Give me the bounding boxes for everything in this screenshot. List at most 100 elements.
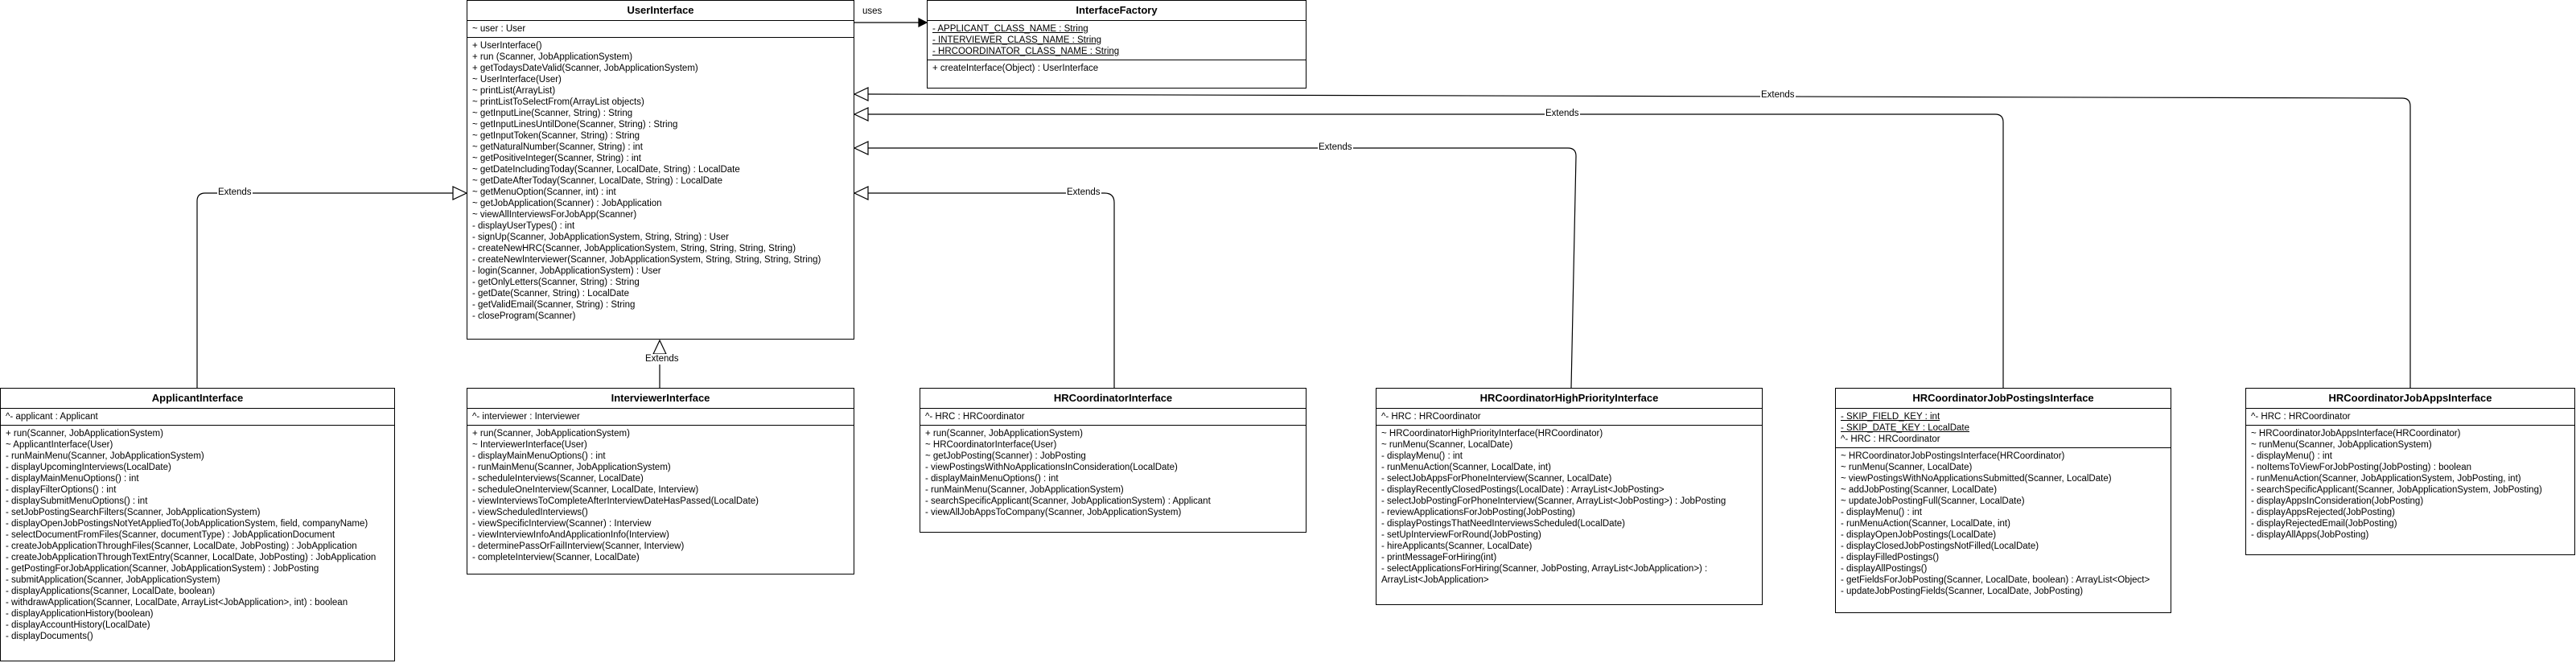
method-line: - displayAppsRejected(JobPosting): [2251, 508, 2395, 517]
method-line: - displayAccountHistory(LocalDate): [6, 620, 150, 630]
method-line: - displayUserTypes() : int: [472, 221, 575, 231]
method-line: - viewInterviewsToCompleteAfterInterview…: [472, 496, 759, 506]
method-line: - displayRecentlyClosedPostings(LocalDat…: [1381, 485, 1665, 495]
class-applicant-interface[interactable]: ApplicantInterface ^- applicant : Applic…: [0, 388, 395, 661]
method-line: ~ runMenu(Scanner, LocalDate): [1841, 463, 1973, 472]
method-line: ~ getNaturalNumber(Scanner, String) : in…: [472, 142, 643, 152]
method-line: - getPostingForJobApplication(Scanner, J…: [6, 564, 319, 574]
uses-arrowhead: [918, 18, 928, 27]
method-line: + run(Scanner, JobApplicationSystem): [472, 429, 630, 439]
methods-section: + UserInterface()+ run (Scanner, JobAppl…: [467, 37, 854, 324]
method-line: - scheduleOneInterview(Scanner, LocalDat…: [472, 485, 699, 495]
interviewer-extends-arrowhead: [652, 339, 667, 355]
method-line: ~ getJobApplication(Scanner) : JobApplic…: [472, 199, 662, 208]
method-line: - runMainMenu(Scanner, JobApplicationSys…: [472, 463, 671, 472]
method-line: - runMainMenu(Scanner, JobApplicationSys…: [925, 485, 1124, 495]
hrc-extends-label: Extends: [1066, 187, 1101, 198]
method-line: - reviewApplicationsForJobPosting(JobPos…: [1381, 508, 1575, 517]
method-line: - displayMenu() : int: [2251, 451, 2332, 461]
method-line: ~ viewAllInterviewsForJobApp(Scanner): [472, 210, 637, 220]
method-line: - searchSpecificApplicant(Scanner, JobAp…: [2251, 485, 2542, 495]
method-line: - displayAllApps(JobPosting): [2251, 530, 2369, 540]
class-hrc-job-postings-interface[interactable]: HRCoordinatorJobPostingsInterface - SKIP…: [1835, 388, 2171, 613]
method-line: - selectApplicationsForHiring(Scanner, J…: [1381, 564, 1708, 574]
class-interviewer-interface[interactable]: InterviewerInterface ^- interviewer : In…: [467, 388, 854, 574]
method-line: - signUp(Scanner, JobApplicationSystem, …: [472, 233, 729, 242]
method-line: - closeProgram(Scanner): [472, 311, 576, 321]
class-user-interface[interactable]: UserInterface ~ user : User + UserInterf…: [467, 0, 854, 340]
method-line: - displayMainMenuOptions() : int: [6, 474, 139, 484]
method-line: ~ addJobPosting(Scanner, LocalDate): [1841, 485, 1998, 495]
method-line: ~ updateJobPostingFull(Scanner, LocalDat…: [1841, 496, 2025, 506]
method-line: ~ getDateAfterToday(Scanner, LocalDate, …: [472, 176, 722, 186]
method-line: - completeInterview(Scanner, LocalDate): [472, 553, 640, 562]
uses-label: uses: [862, 6, 883, 16]
class-name: UserInterface: [467, 1, 854, 21]
method-line: - displayOpenJobPostings(LocalDate): [1841, 530, 1997, 540]
attribute-line: ^- applicant : Applicant: [6, 412, 98, 422]
method-line: ArrayList<JobApplication>: [1381, 575, 1489, 585]
attribute-line: - SKIP_DATE_KEY : LocalDate: [1841, 423, 1970, 433]
class-interface-factory[interactable]: InterfaceFactory - APPLICANT_CLASS_NAME …: [927, 0, 1307, 89]
hrc-extends-arrowhead: [853, 186, 869, 200]
attributes-section: ^- HRC : HRCoordinator: [920, 409, 1306, 425]
class-hr-coordinator-interface[interactable]: HRCoordinatorInterface ^- HRC : HRCoordi…: [920, 388, 1307, 533]
class-hrc-job-apps-interface[interactable]: HRCoordinatorJobAppsInterface ^- HRC : H…: [2245, 388, 2575, 555]
methods-section: ~ HRCoordinatorJobAppsInterface(HRCoordi…: [2246, 425, 2574, 543]
high-priority-extends-line: [868, 147, 1577, 389]
method-line: ~ printList(ArrayList): [472, 86, 556, 96]
job-apps-extends-arrowhead: [853, 87, 869, 101]
method-line: - displayClosedJobPostingsNotFilled(Loca…: [1841, 542, 2039, 551]
job-postings-extends-arrowhead: [853, 107, 869, 121]
method-line: - createJobApplicationThroughFiles(Scann…: [6, 542, 357, 551]
method-line: - displayFilterOptions() : int: [6, 485, 117, 495]
method-line: - determinePassOrFailInterview(Scanner, …: [472, 542, 685, 551]
methods-section: ~ HRCoordinatorHighPriorityInterface(HRC…: [1376, 425, 1762, 588]
attributes-section: ^- HRC : HRCoordinator: [2246, 409, 2574, 425]
hrc-extends-line: [868, 192, 1115, 388]
method-line: - updateJobPostingFields(Scanner, LocalD…: [1841, 587, 2084, 596]
method-line: ~ runMenu(Scanner, JobApplicationSystem): [2251, 440, 2432, 450]
method-line: - viewPostingsWithNoApplicationsInConsid…: [925, 463, 1178, 472]
method-line: ~ getInputToken(Scanner, String) : Strin…: [472, 131, 640, 141]
attributes-section: ~ user : User: [467, 21, 854, 37]
method-line: - runMenuAction(Scanner, JobApplicationS…: [2251, 474, 2521, 484]
method-line: - login(Scanner, JobApplicationSystem) :…: [472, 266, 661, 276]
class-name: HRCoordinatorJobAppsInterface: [2246, 389, 2574, 409]
methods-section: + run(Scanner, JobApplicationSystem)~ HR…: [920, 425, 1306, 521]
interviewer-extends-label: Extends: [644, 354, 680, 364]
method-line: ~ getJobPosting(Scanner) : JobPosting: [925, 451, 1086, 461]
method-line: - displaySubmitMenuOptions() : int: [6, 496, 148, 506]
method-line: - hireApplicants(Scanner, LocalDate): [1381, 542, 1533, 551]
class-name: HRCoordinatorHighPriorityInterface: [1376, 389, 1762, 409]
method-line: + run (Scanner, JobApplicationSystem): [472, 52, 633, 62]
method-line: + run(Scanner, JobApplicationSystem): [6, 429, 163, 439]
method-line: - printMessageForHiring(int): [1381, 553, 1497, 562]
method-line: - withdrawApplication(Scanner, LocalDate…: [6, 598, 348, 607]
method-line: - displayUpcomingInterviews(LocalDate): [6, 463, 171, 472]
attributes-section: - APPLICANT_CLASS_NAME : String- INTERVI…: [928, 21, 1306, 60]
method-line: ~ HRCoordinatorInterface(User): [925, 440, 1057, 450]
method-line: ~ InterviewerInterface(User): [472, 440, 587, 450]
class-hrc-high-priority-interface[interactable]: HRCoordinatorHighPriorityInterface ^- HR…: [1376, 388, 1763, 605]
method-line: - displayFilledPostings(): [1841, 553, 1940, 562]
method-line: - displayAppsInConsideration(JobPosting): [2251, 496, 2424, 506]
attribute-line: ^- interviewer : Interviewer: [472, 412, 580, 422]
class-name: HRCoordinatorInterface: [920, 389, 1306, 409]
attribute-line: ^- HRC : HRCoordinator: [1841, 434, 1940, 444]
attributes-section: ^- HRC : HRCoordinator: [1376, 409, 1762, 425]
method-line: ~ getMenuOption(Scanner, int) : int: [472, 187, 616, 197]
method-line: - viewScheduledInterviews(): [472, 508, 588, 517]
method-line: ~ getInputLine(Scanner, String) : String: [472, 109, 633, 118]
method-line: - displayMainMenuOptions() : int: [925, 474, 1059, 484]
applicant-extends-line: [196, 192, 453, 388]
method-line: - selectDocumentFromFiles(Scanner, docum…: [6, 530, 335, 540]
method-line: - setJobPostingSearchFilters(Scanner, Jo…: [6, 508, 261, 517]
attribute-line: ^- HRC : HRCoordinator: [2251, 412, 2351, 422]
method-line: - displayRejectedEmail(JobPosting): [2251, 519, 2397, 529]
method-line: ~ HRCoordinatorHighPriorityInterface(HRC…: [1381, 429, 1603, 439]
attribute-line: ^- HRC : HRCoordinator: [1381, 412, 1481, 422]
attribute-line: ^- HRC : HRCoordinator: [925, 412, 1025, 422]
class-name: HRCoordinatorJobPostingsInterface: [1836, 389, 2171, 409]
